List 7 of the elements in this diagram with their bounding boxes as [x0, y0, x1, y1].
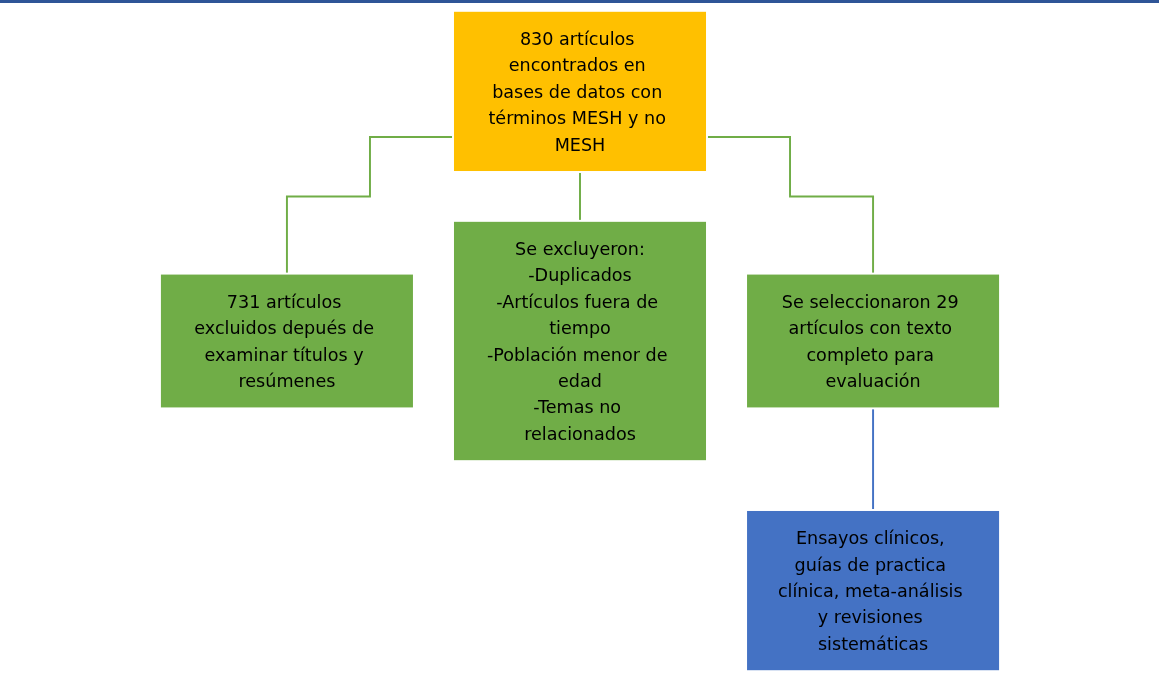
connector [578, 171, 581, 222]
node-box: Ensayos clínicos, guías de practica clínica, meta-análisis y revisiones sistemáticas [744, 509, 1001, 673]
node-box: 731 artículos excluidos depués de examinar títulos y resúmenes [158, 272, 415, 410]
connector [871, 407, 874, 511]
node-box: 830 artículos encontrados en bases de datos con términos MESH y no MESH [451, 9, 708, 173]
node-box: Se excluyeron: -Duplicados -Artículos fuera de tiempo -Población menor de edad -Temas no relacionados [451, 219, 708, 463]
node-box: Se seleccionaron 29 artículos con texto completo para evaluación [744, 272, 1001, 410]
